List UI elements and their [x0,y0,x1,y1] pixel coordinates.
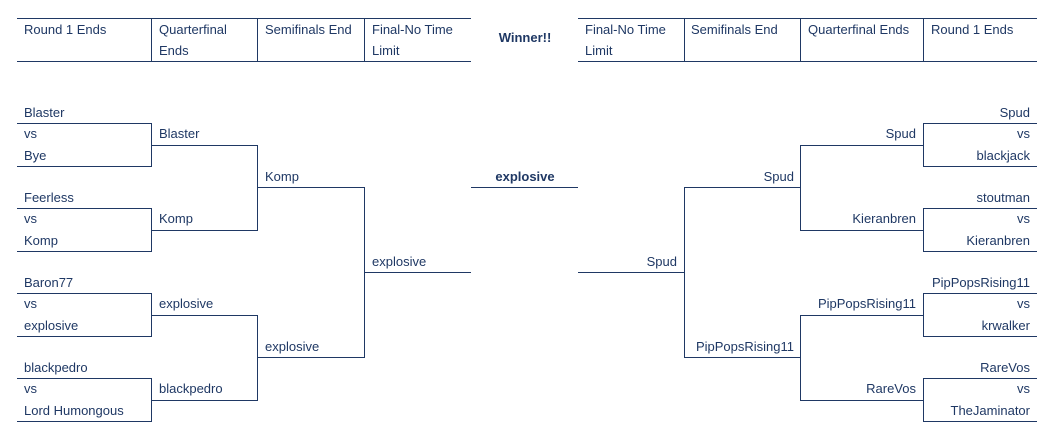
bracket-line [17,251,151,252]
header-top-line-right [578,18,1037,19]
bracket-line [923,336,1037,337]
bracket-line [923,421,1037,422]
bracket-line [17,123,151,124]
left-qf-4: blackpedro [159,381,223,396]
bracket-line [923,208,924,252]
header-left-round1: Round 1 Ends [24,22,107,37]
left-sf-2: explosive [265,339,320,354]
bracket-line [923,293,924,337]
winner-name: explosive [495,169,555,184]
right-qf-1: Spud [885,126,916,141]
right-qf-2: Kieranbren [852,211,916,226]
left-qf-1: Blaster [159,126,200,141]
right-r1-m1-top: Spud [999,105,1030,120]
header-right-semifinal: Semifinals End [691,22,778,37]
header-divider [151,18,152,62]
right-r1-m2-bottom: Kieranbren [966,233,1030,248]
bracket-line [800,145,801,231]
right-qf-3: PipPopsRising11 [817,296,916,311]
header-divider [923,18,924,62]
bracket-line [800,315,923,316]
right-final: Spud [646,254,677,269]
right-r1-m3-vs: vs [1017,296,1030,311]
header-divider [684,18,685,62]
right-r1-m4-top: RareVos [980,360,1030,375]
bracket-line [684,357,800,358]
bracket-line [923,166,1037,167]
right-r1-m3-top: PipPopsRising11 [931,275,1030,290]
left-r1-m3-top: Baron77 [24,275,74,290]
header-divider [364,18,365,62]
header-winner: Winner!! [498,30,552,45]
bracket-line [923,123,924,167]
bracket-line [17,421,151,422]
bracket-line [800,315,801,401]
header-divider [800,18,801,62]
left-r1-m1-bottom: Bye [24,148,47,163]
right-r1-m3-bottom: krwalker [981,318,1030,333]
right-r1-m1-bottom: blackjack [976,148,1030,163]
bracket-line [923,208,1037,209]
right-r1-m2-top: stoutman [976,190,1030,205]
header-top-line-left [17,18,471,19]
header-bottom-line-left [17,61,471,62]
left-final: explosive [372,254,427,269]
header-left-semifinal: Semifinals End [265,22,352,37]
left-r1-m1-top: Blaster [24,105,65,120]
bracket-line [151,145,257,146]
right-sf-2: PipPopsRising11 [695,339,794,354]
right-r1-m1-vs: vs [1017,126,1030,141]
bracket-line [257,145,258,231]
bracket-line [578,272,684,273]
bracket-line [923,378,1037,379]
bracket-line [151,400,257,401]
bracket-line [257,315,258,401]
left-r1-m4-bottom: Lord Humongous [24,403,124,418]
header-right-round1: Round 1 Ends [931,22,1014,37]
header-left-final: Final-No Time Limit [372,22,453,58]
left-r1-m2-vs: vs [24,211,37,226]
bracket-line [17,293,151,294]
bracket-line [923,293,1037,294]
left-r1-m3-bottom: explosive [24,318,79,333]
left-r1-m4-vs: vs [24,381,37,396]
left-r1-m1-vs: vs [24,126,37,141]
header-right-quarterfinal: Quarterfinal Ends [808,22,910,37]
bracket-line [684,187,800,188]
bracket-line [923,378,924,422]
left-r1-m2-bottom: Komp [24,233,58,248]
bracket-line [17,378,151,379]
header-right-final: Final-No Time Limit [585,22,666,58]
bracket-line [17,208,151,209]
bracket-line [923,251,1037,252]
header-bottom-line-right [578,61,1037,62]
right-sf-1: Spud [763,169,794,184]
bracket-line [800,145,923,146]
left-qf-2: Komp [159,211,193,226]
left-r1-m4-top: blackpedro [24,360,88,375]
bracket-line [151,230,257,231]
left-qf-3: explosive [159,296,214,311]
bracket-line [800,230,923,231]
left-r1-m2-top: Feerless [24,190,74,205]
header-left-quarterfinal: Quarterfinal Ends [159,22,227,58]
bracket-line [257,187,364,188]
right-r1-m4-bottom: TheJaminator [950,403,1030,418]
bracket-line [17,336,151,337]
left-sf-1: Komp [265,169,299,184]
right-qf-4: RareVos [866,381,916,396]
bracket-line [151,315,257,316]
right-r1-m2-vs: vs [1017,211,1030,226]
bracket-line [923,123,1037,124]
right-r1-m4-vs: vs [1017,381,1030,396]
bracket-line [800,400,923,401]
winner-line [471,187,578,188]
bracket-line [257,357,364,358]
bracket-line [684,187,685,358]
header-divider [257,18,258,62]
bracket-line [364,272,471,273]
bracket-line [17,166,151,167]
left-r1-m3-vs: vs [24,296,37,311]
